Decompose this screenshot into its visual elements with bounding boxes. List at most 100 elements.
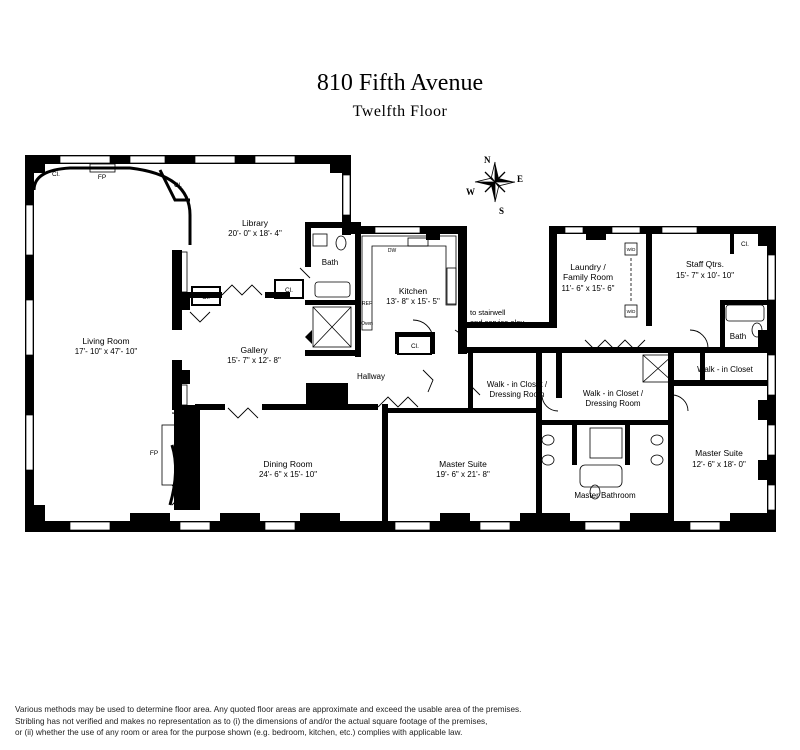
fixtures <box>89 163 765 500</box>
closet <box>397 335 432 355</box>
staff-qtrs-name: Staff Qtrs. <box>686 259 724 269</box>
toilet <box>751 322 763 338</box>
door <box>227 407 259 419</box>
master-suite-1-name: Master Suite <box>439 459 487 469</box>
closet-label: Cl. <box>52 171 60 178</box>
window <box>194 155 236 164</box>
washer-dryer-label: W/D <box>627 309 636 314</box>
staff-qtrs-dims: 15'- 7" x 10'- 10" <box>676 271 734 280</box>
bookshelf <box>174 384 188 406</box>
window <box>59 155 111 164</box>
floor-plan: N E S W Library 20'- 0" x 18'- 4" Living… <box>25 155 776 532</box>
wall <box>758 226 776 246</box>
wall <box>556 353 562 398</box>
living-room-bay <box>32 166 192 245</box>
wall <box>305 222 360 228</box>
elevator <box>312 306 352 348</box>
door <box>454 329 467 353</box>
disclaimer-line: or (ii) whether the use of any room or a… <box>15 728 463 737</box>
wall <box>431 332 435 354</box>
door <box>189 311 211 323</box>
refrigerator-label: REF <box>362 301 372 307</box>
window <box>479 521 511 531</box>
closet <box>274 279 304 299</box>
wall <box>758 460 776 480</box>
compass-e: E <box>517 174 523 184</box>
compass-n: N <box>484 155 491 165</box>
window <box>661 226 698 234</box>
master-bathroom-name: Master Bathroom <box>574 491 636 500</box>
wall <box>305 300 355 305</box>
door <box>469 384 481 396</box>
door <box>377 396 419 408</box>
wall <box>700 348 705 380</box>
walkin-closet-1-line1: Walk - in Closet / <box>487 380 548 389</box>
wall <box>730 234 734 254</box>
closet <box>191 286 221 306</box>
living-room-dims: 17'- 10" x 47'- 10" <box>75 347 138 356</box>
wall <box>305 350 360 356</box>
wall <box>388 408 468 413</box>
wall <box>758 400 776 420</box>
door <box>584 339 646 351</box>
kitchen-dims: 13'- 8" x 15'- 5" <box>386 297 440 306</box>
closet-label: Cl. <box>411 343 419 350</box>
sink <box>650 454 664 466</box>
wall <box>730 513 776 532</box>
living-room-name: Living Room <box>82 336 129 346</box>
bookshelf <box>174 251 188 293</box>
plan-subtitle: Twelfth Floor <box>352 103 448 120</box>
library-closet-wall <box>158 169 190 202</box>
wall <box>630 513 670 532</box>
wall <box>646 226 776 234</box>
walls <box>25 155 776 532</box>
wall <box>382 404 388 524</box>
washer <box>624 242 638 256</box>
laundry-line1: Laundry / <box>570 262 606 272</box>
wall <box>572 425 577 465</box>
pillar <box>426 226 440 240</box>
door <box>422 369 434 393</box>
wall <box>458 226 467 354</box>
window <box>767 484 776 511</box>
fireplace <box>161 424 183 486</box>
master-suite-2-dims: 12'- 6" x 18'- 0" <box>692 460 746 469</box>
door <box>299 267 311 279</box>
wall <box>472 408 536 413</box>
door <box>412 319 434 339</box>
wall <box>220 513 260 532</box>
stairwell-line1: to stairwell <box>470 308 506 317</box>
window <box>767 354 776 396</box>
fireplace-label: FP <box>98 174 106 181</box>
wall <box>130 513 170 532</box>
wall <box>467 347 767 353</box>
fireplace <box>89 163 116 173</box>
sink <box>541 434 555 446</box>
closet-label: Cl. <box>285 287 293 294</box>
closet-label: Cl. <box>741 241 749 248</box>
window <box>254 155 296 164</box>
pillar <box>176 370 190 384</box>
stairwell-line2: and service elev. <box>470 318 526 327</box>
door <box>171 412 189 430</box>
window <box>342 174 351 216</box>
wall <box>542 420 672 425</box>
stove <box>446 267 457 305</box>
legal-disclaimer: Various methods may be used to determine… <box>15 704 785 739</box>
wall <box>300 513 340 532</box>
wall <box>25 155 351 164</box>
doors <box>171 267 709 506</box>
window <box>25 299 34 356</box>
disclaimer-line: Various methods may be used to determine… <box>15 705 522 714</box>
wall <box>25 505 45 532</box>
kitchen-name: Kitchen <box>399 286 428 296</box>
wall <box>674 380 768 386</box>
wall <box>467 322 557 328</box>
window <box>374 226 421 234</box>
kitchen-counter <box>361 235 457 331</box>
wall <box>625 425 630 465</box>
stair-arrow-icon <box>305 330 312 344</box>
door <box>221 284 263 296</box>
door <box>541 394 559 412</box>
wall <box>395 332 435 336</box>
